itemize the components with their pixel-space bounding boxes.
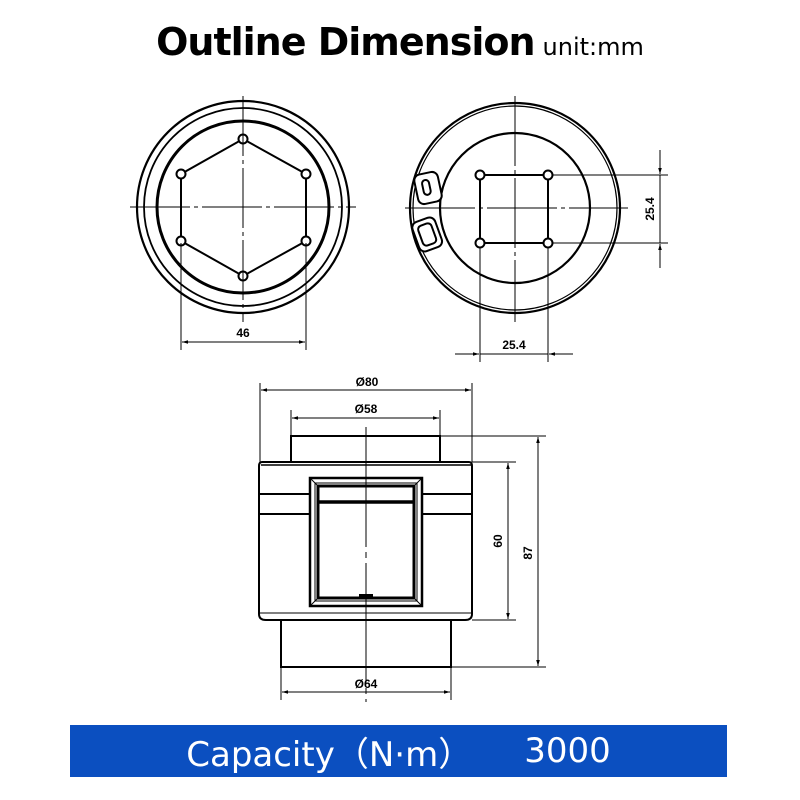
slot-marker-lower <box>411 216 444 253</box>
dim-bottom-diameter: Ø64 <box>355 677 378 691</box>
slot-marker-upper <box>413 170 443 206</box>
capacity-value: 3000 <box>524 731 611 771</box>
dim-hex-width: 46 <box>236 326 250 340</box>
capacity-banner: Capacity（N·m） 3000 <box>70 725 727 777</box>
unit-label: unit:mm <box>542 33 644 61</box>
title-text: Outline Dimension <box>156 20 535 64</box>
dim-square-vertical: 25.4 <box>643 197 657 221</box>
square-outline <box>479 174 549 244</box>
dim-square-horizontal: 25.4 <box>502 338 526 352</box>
dim-top-diameter: Ø58 <box>355 402 378 416</box>
square-drive-top-view: 25.4 25.4 <box>405 96 668 362</box>
dim-total-height: 87 <box>521 546 535 560</box>
dim-outer-diameter: Ø80 <box>356 375 379 389</box>
side-view: Ø80 Ø58 Ø64 <box>258 375 546 702</box>
capacity-label: Capacity（N·m） <box>186 734 473 775</box>
hex-socket-top-view: 46 <box>130 96 356 350</box>
dim-body-height: 60 <box>491 534 505 548</box>
